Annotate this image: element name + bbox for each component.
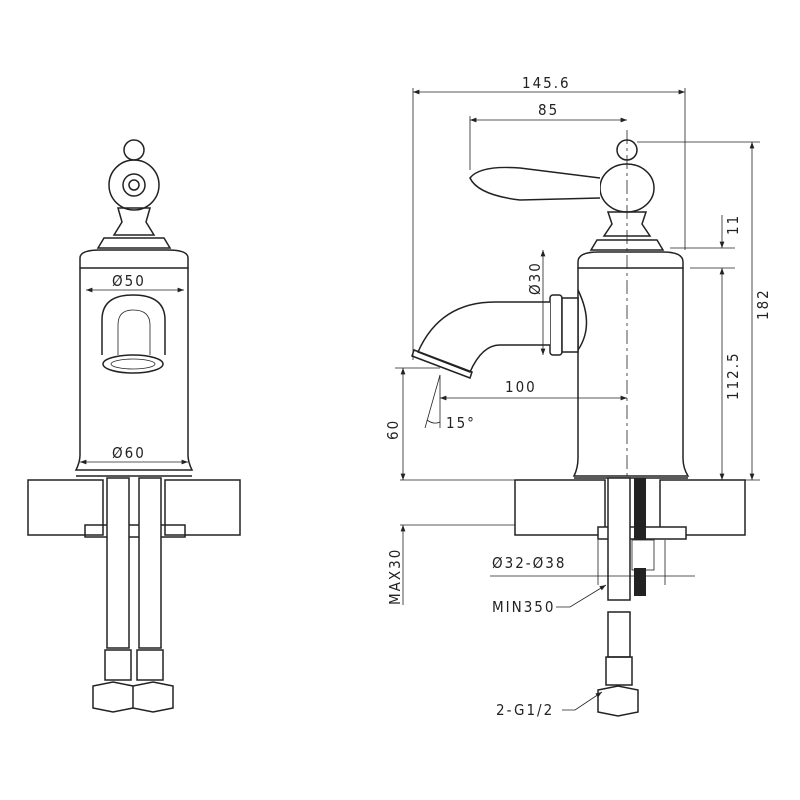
body [74,268,194,471]
counter-side-left [514,479,606,536]
front-view: Ø50 Ø60 [27,139,241,713]
body-cap [79,249,189,269]
outlet-height-label: 60 [384,419,402,440]
max-thickness-label: MAX30 [386,548,404,605]
body-height-label: 112.5 [724,351,742,400]
hoses-front [84,477,186,713]
front-base-diameter-label: Ø60 [112,444,146,462]
counter-left [27,479,104,536]
side-body-cap [577,251,684,269]
side-body [572,268,690,477]
handle-knob [96,139,172,249]
connection-label: 2-G1/2 [496,701,554,719]
hole-diameter-label: Ø32-Ø38 [492,554,566,572]
overall-height-label: 182 [754,288,772,320]
front-top-diameter-label: Ø50 [112,272,146,290]
counter-right [164,479,241,536]
hose-length-label: MIN350 [492,598,555,616]
cap-height-label: 11 [724,214,742,235]
spout-side [411,289,588,379]
mounting-hardware [597,477,687,717]
spout-front [101,294,166,355]
overall-width-label: 145.6 [522,74,571,92]
spout-angle-label: 15° [446,414,476,432]
handle-reach-label: 85 [538,101,559,119]
spout-diameter-label: Ø30 [526,261,544,295]
lever-handle [469,139,665,251]
side-view: 145.6 85 182 11 112.5 Ø30 100 15° 60 MAX… [384,74,772,719]
aerator [102,354,164,374]
spout-reach-label: 100 [505,378,537,396]
